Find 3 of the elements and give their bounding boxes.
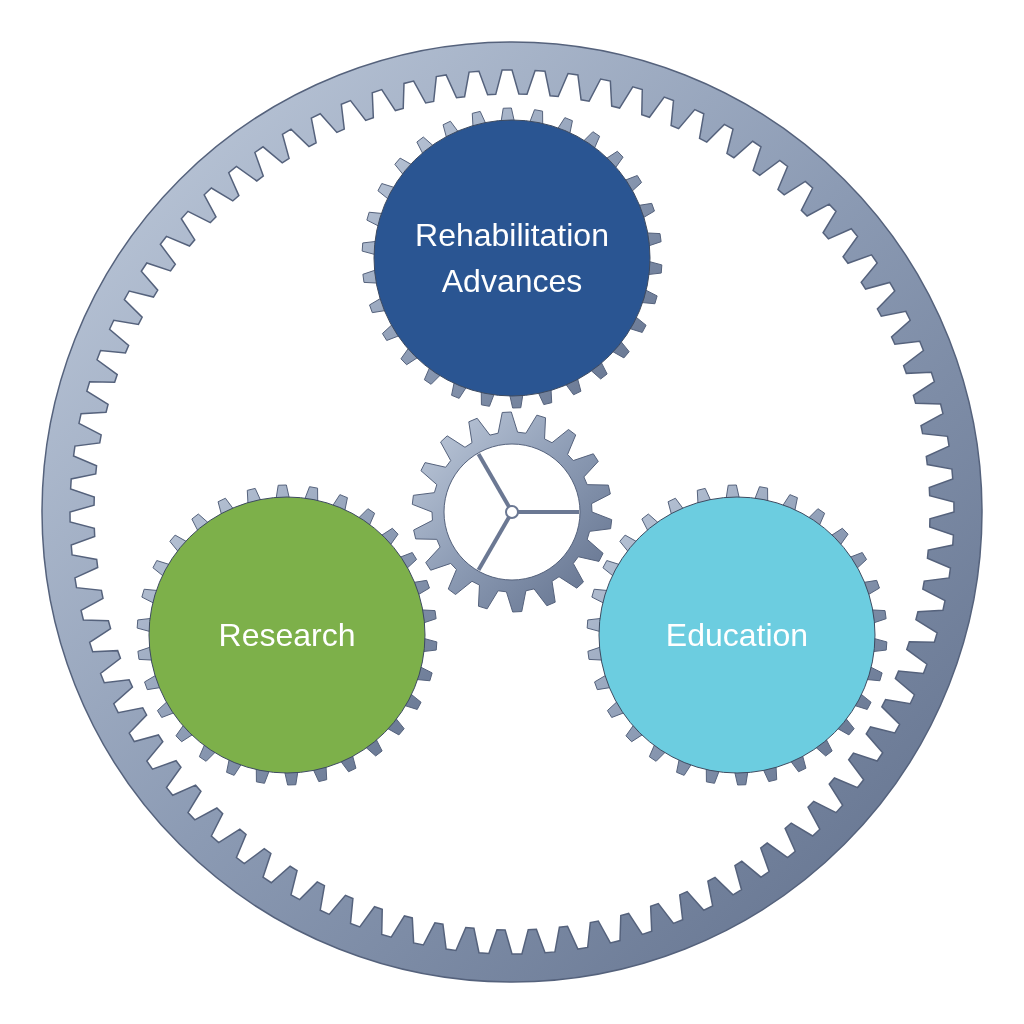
gear-label: Education — [664, 615, 810, 655]
gear-label: Research — [217, 615, 357, 655]
gear-label: Rehabilitation Advances — [414, 215, 610, 301]
